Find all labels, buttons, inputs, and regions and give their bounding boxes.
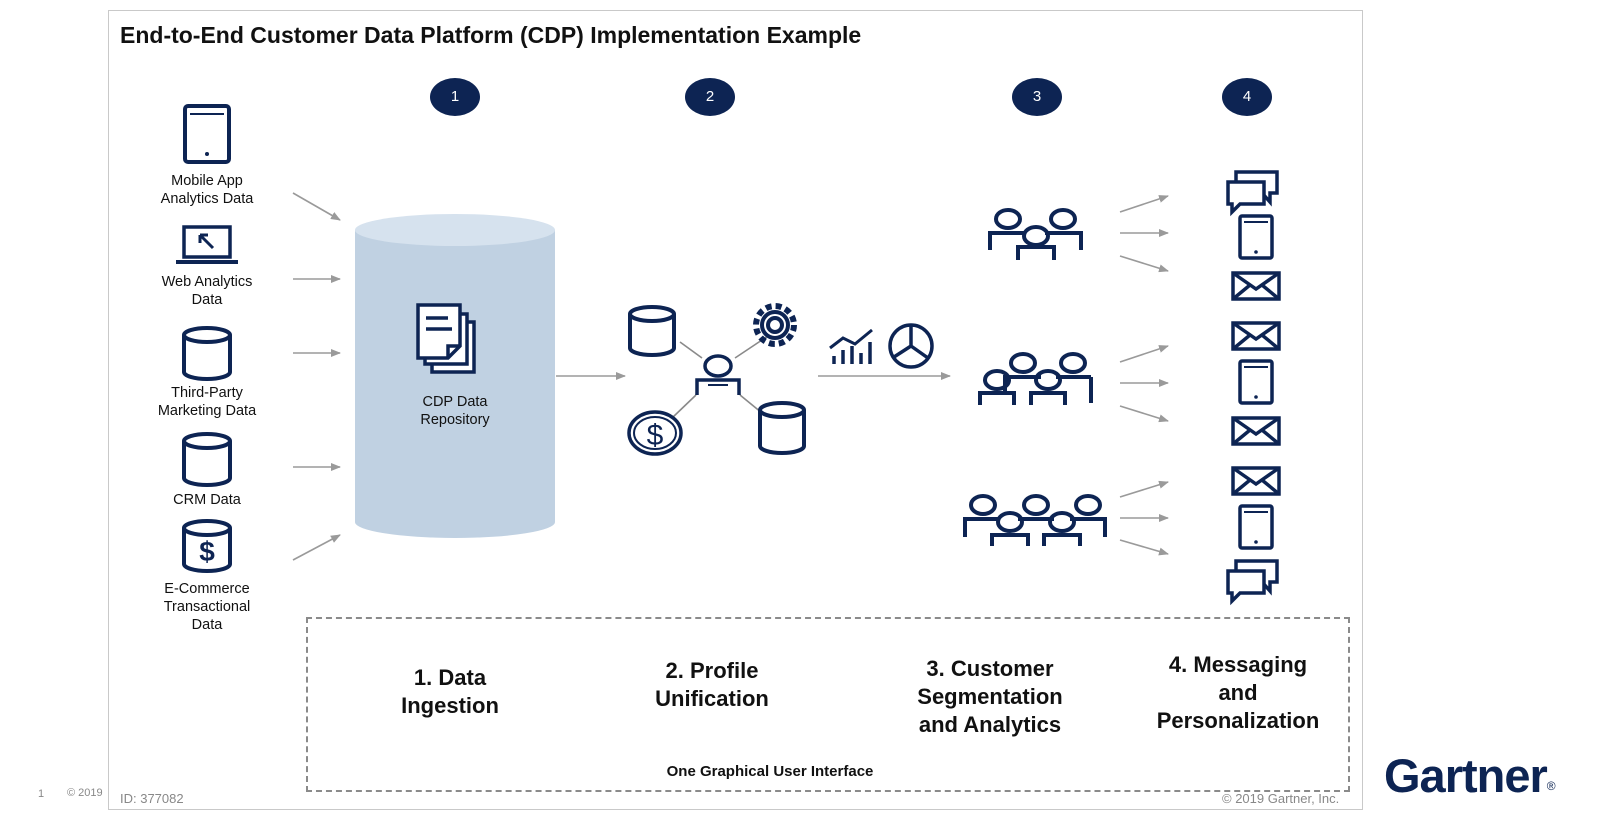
person-icon — [695, 354, 741, 395]
svg-text:$: $ — [199, 536, 215, 567]
document-id: ID: 377082 — [120, 791, 184, 806]
bar-chart-trend-icon — [829, 328, 873, 364]
svg-text:$: $ — [647, 419, 664, 452]
tablet-icon — [1238, 214, 1274, 260]
envelope-icon — [1231, 416, 1281, 446]
documents-icon — [416, 303, 476, 374]
segment-group-small-icon — [988, 208, 1083, 260]
database-icon — [182, 326, 232, 381]
slide-frame — [108, 10, 1363, 810]
gear-icon — [753, 303, 797, 347]
messaging-arrows — [1119, 195, 1169, 556]
diagram-title: End-to-End Customer Data Platform (CDP) … — [120, 22, 862, 48]
gartner-logo: Gartner® — [1384, 749, 1556, 802]
copyright-left: © 2019 — [67, 787, 103, 799]
gui-dashed-box — [306, 617, 1350, 792]
laptop-icon — [176, 225, 238, 264]
page-number: 1 — [38, 788, 45, 800]
database-icon — [758, 401, 806, 455]
database-icon — [628, 305, 676, 357]
cdp-repository-cylinder — [355, 214, 555, 538]
dollar-coin-icon: $ — [627, 410, 683, 456]
segment-group-large-icon — [963, 494, 1107, 546]
step-1-badge: 1 — [430, 78, 480, 116]
chat-bubbles-icon — [1226, 559, 1279, 606]
copyright-right: © 2019 Gartner, Inc. — [1222, 791, 1340, 806]
segment-group-medium-icon — [978, 352, 1093, 405]
pie-chart-icon — [888, 323, 934, 369]
chat-bubbles-icon — [1226, 170, 1279, 217]
envelope-icon — [1231, 321, 1281, 351]
step-2-badge: 2 — [685, 78, 735, 116]
step-4-badge: 4 — [1222, 78, 1272, 116]
tablet-icon — [183, 104, 231, 164]
database-icon — [182, 432, 232, 487]
gui-label: One Graphical User Interface — [666, 763, 874, 780]
tablet-icon — [1238, 504, 1274, 550]
tablet-icon — [1238, 359, 1274, 405]
envelope-icon — [1231, 271, 1281, 301]
envelope-icon — [1231, 466, 1281, 496]
step-3-badge: 3 — [1012, 78, 1062, 116]
ingestion-arrows — [292, 192, 341, 561]
dollar-database-icon: $ — [182, 519, 232, 573]
source-label-crm: CRM Data — [173, 492, 241, 508]
